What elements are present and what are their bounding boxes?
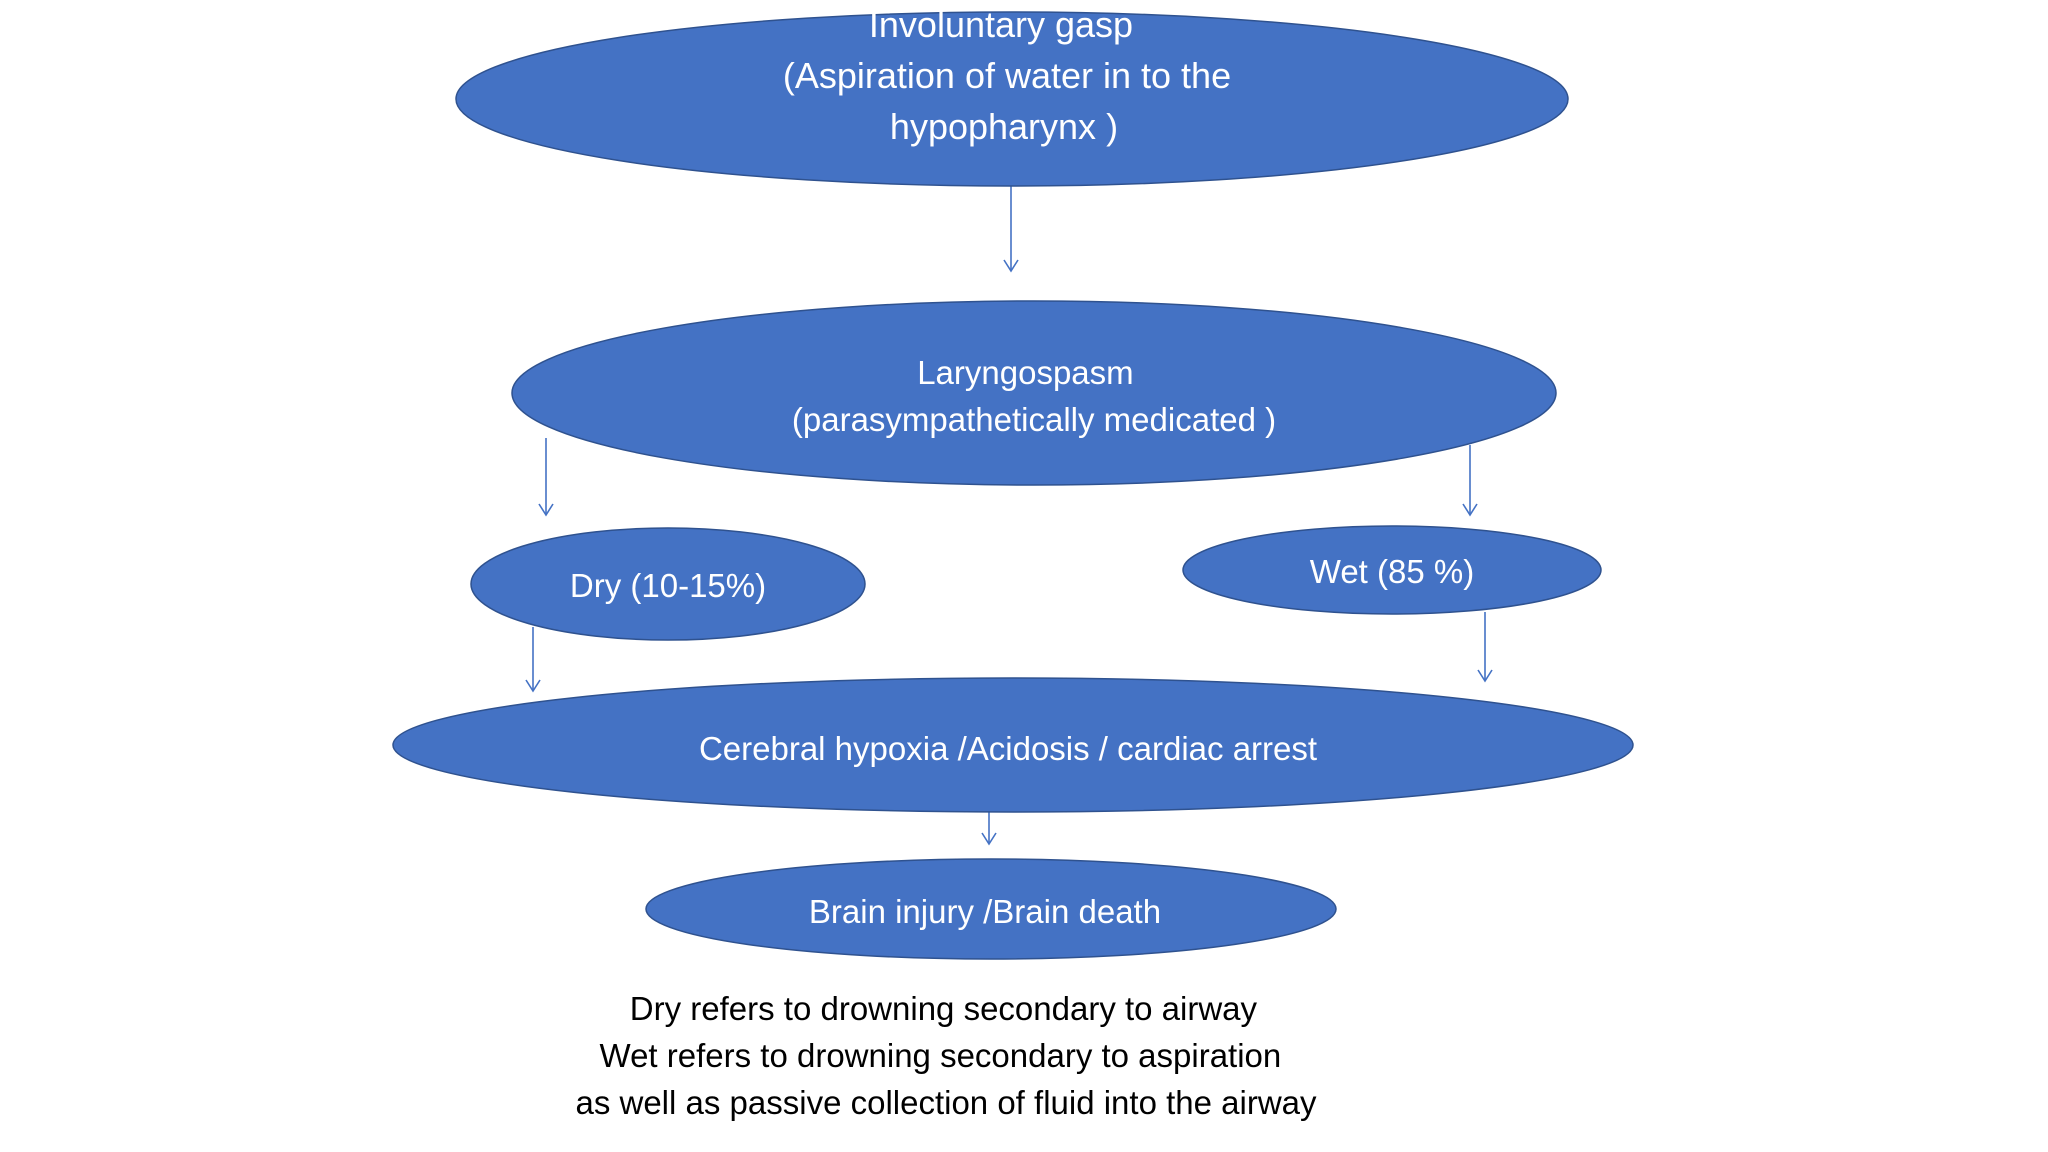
svg-text:Involuntary gasp (Aspir: Involuntary gasp (Aspiration of water in… xyxy=(783,4,1241,147)
note-line-2: Wet refers to drowning secondary to aspi… xyxy=(600,1037,1282,1074)
node-gasp-line-3: hypopharynx ) xyxy=(890,106,1118,147)
node-involuntary-gasp: Involuntary gasp (Aspiration of water in… xyxy=(455,4,1569,187)
node-laryngospasm: Laryngospasm (parasympathetically medica… xyxy=(511,300,1557,486)
connector-wet-to-hypoxia xyxy=(1477,612,1493,683)
svg-text:Dry refers to drowning seconda: Dry refers to drowning secondary to airw… xyxy=(575,990,1317,1121)
node-cerebral-hypoxia: Cerebral hypoxia /Acidosis / cardiac arr… xyxy=(392,677,1634,813)
node-ellipse xyxy=(392,677,1634,813)
node-dry: Dry (10-15%) xyxy=(470,527,866,641)
connector-dry-to-hypoxia xyxy=(525,627,541,693)
node-ellipse xyxy=(470,527,866,641)
svg-text:Laryngospasm (parasympat: Laryngospasm (parasympathetically medica… xyxy=(792,354,1276,438)
node-brain-label: Brain injury /Brain death xyxy=(809,893,1161,930)
node-wet: Wet (85 %) xyxy=(1182,525,1602,615)
definition-note: Dry refers to drowning secondary to airw… xyxy=(575,990,1317,1121)
node-laryngospasm-line-2: (parasympathetically medicated ) xyxy=(792,401,1276,438)
connector-laryngospasm-to-dry xyxy=(538,438,554,517)
node-wet-label: Wet (85 %) xyxy=(1310,553,1474,590)
node-ellipse xyxy=(455,11,1569,187)
svg-text:Cerebral hypoxia /Acidosis / c: Cerebral hypoxia /Acidosis / cardiac arr… xyxy=(699,730,1317,767)
svg-text:Wet (85 %): Wet (85 %) xyxy=(1310,553,1474,590)
svg-text:Brain injury /Brain death: Brain injury /Brain death xyxy=(809,893,1161,930)
node-brain-injury: Brain injury /Brain death xyxy=(645,858,1337,960)
node-gasp-line-1: Involuntary gasp xyxy=(869,4,1133,45)
node-ellipse xyxy=(511,300,1557,486)
node-ellipse xyxy=(1182,525,1602,615)
connector-laryngospasm-to-wet xyxy=(1462,445,1478,517)
note-line-3: as well as passive collection of fluid i… xyxy=(575,1084,1317,1121)
node-hypoxia-label: Cerebral hypoxia /Acidosis / cardiac arr… xyxy=(699,730,1317,767)
node-gasp-line-2: (Aspiration of water in to the xyxy=(783,55,1231,96)
node-ellipse xyxy=(645,858,1337,960)
node-laryngospasm-line-1: Laryngospasm xyxy=(917,354,1133,391)
connector-gasp-to-laryngospasm xyxy=(1003,185,1019,273)
node-dry-label: Dry (10-15%) xyxy=(570,567,766,604)
note-line-1: Dry refers to drowning secondary to airw… xyxy=(630,990,1258,1027)
svg-text:Dry (10-15%): Dry (10-15%) xyxy=(570,567,766,604)
connector-hypoxia-to-brain xyxy=(981,812,997,846)
